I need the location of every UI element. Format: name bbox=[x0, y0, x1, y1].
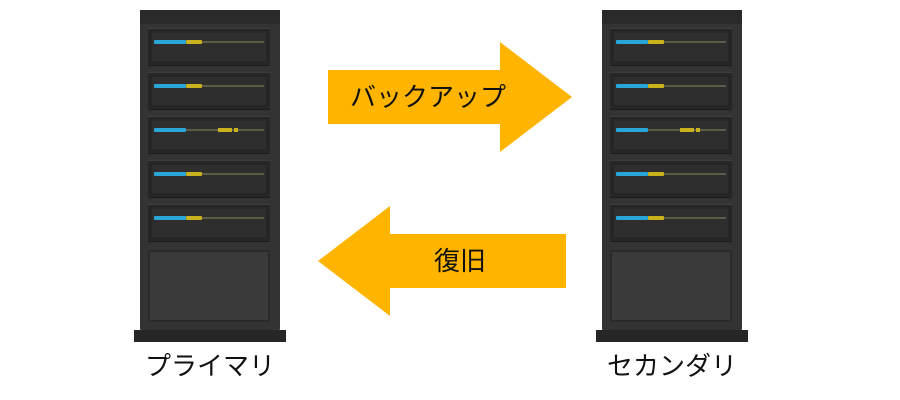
status-led-blue bbox=[616, 128, 648, 132]
status-led-yellow bbox=[186, 216, 202, 220]
primary-server-rack-icon bbox=[134, 10, 286, 342]
server-unit bbox=[610, 116, 732, 154]
server-unit bbox=[610, 160, 732, 198]
server-unit bbox=[148, 116, 270, 154]
backup-arrow-icon bbox=[328, 42, 572, 152]
restore-arrow-label: 復旧 bbox=[433, 247, 486, 277]
status-led-yellow bbox=[648, 216, 664, 220]
server-unit bbox=[610, 72, 732, 110]
status-led-blue bbox=[154, 40, 186, 44]
rack-top bbox=[602, 10, 742, 24]
status-led-blue bbox=[154, 84, 186, 88]
status-led-blue bbox=[616, 84, 648, 88]
rack-top bbox=[140, 10, 280, 24]
status-led-blue bbox=[616, 172, 648, 176]
rack-blank-panel bbox=[610, 250, 732, 322]
secondary-server-rack-icon bbox=[596, 10, 748, 342]
status-led-yellow bbox=[648, 40, 664, 44]
rack-base bbox=[134, 330, 286, 342]
server-unit bbox=[148, 160, 270, 198]
rack-base bbox=[596, 330, 748, 342]
secondary-server-label: セカンダリ bbox=[606, 352, 737, 382]
server-unit bbox=[148, 204, 270, 242]
status-led-blue bbox=[616, 216, 648, 220]
status-led-blue bbox=[616, 40, 648, 44]
status-led-yellow bbox=[218, 128, 232, 132]
status-led-yellow bbox=[186, 40, 202, 44]
server-unit bbox=[610, 28, 732, 66]
restore-arrow-icon bbox=[318, 206, 566, 316]
rack-blank-panel bbox=[148, 250, 270, 322]
server-unit bbox=[148, 28, 270, 66]
status-led-yellow bbox=[186, 172, 202, 176]
server-unit bbox=[610, 204, 732, 242]
status-led-yellow bbox=[648, 84, 664, 88]
status-led-blue bbox=[154, 216, 186, 220]
status-led-blue bbox=[154, 128, 186, 132]
status-led-blue bbox=[154, 172, 186, 176]
status-led-yellow bbox=[696, 128, 700, 132]
status-led-yellow bbox=[186, 84, 202, 88]
server-unit bbox=[148, 72, 270, 110]
backup-arrow-label: バックアップ bbox=[349, 83, 506, 113]
status-led-yellow bbox=[234, 128, 238, 132]
status-led-yellow bbox=[680, 128, 694, 132]
status-led-yellow bbox=[648, 172, 664, 176]
primary-server-label: プライマリ bbox=[144, 352, 275, 382]
